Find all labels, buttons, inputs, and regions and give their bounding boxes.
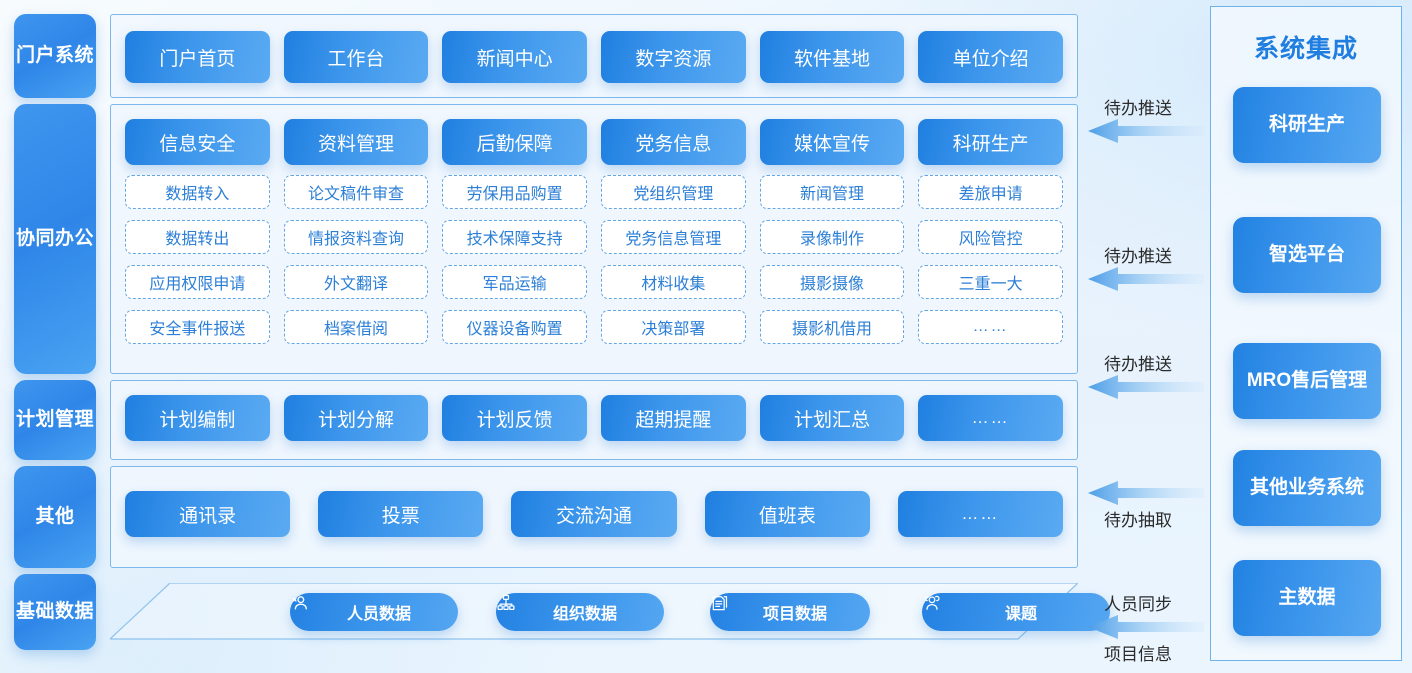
base-data-pill-label: 组织数据 <box>552 606 617 623</box>
integration-item[interactable]: 智选平台 <box>1233 217 1381 293</box>
sub-item[interactable]: 录像制作 <box>759 220 905 254</box>
sub-item[interactable]: 军品运输 <box>442 265 587 299</box>
flow-arrow <box>1088 118 1204 144</box>
integration-item[interactable]: 科研生产 <box>1233 87 1381 163</box>
sub-item-row: 数据转出情报资料查询技术保障支持党务信息管理录像制作风险管控 <box>125 220 1063 254</box>
base-data-pill-label: 人员数据 <box>346 606 411 623</box>
tile-button[interactable]: 计划反馈 <box>442 395 587 441</box>
tile-button[interactable]: 计划汇总 <box>759 395 905 441</box>
tile-button[interactable]: 单位介绍 <box>918 31 1063 83</box>
arrow-label: 项目信息 <box>1104 645 1172 664</box>
collaboration-sub-grid: 数据转入论文稿件审查劳保用品购置党组织管理新闻管理差旅申请数据转出情报资料查询技… <box>111 165 1077 367</box>
category-portal[interactable]: 门户系统 <box>14 14 96 98</box>
tile-button[interactable]: 后勤保障 <box>442 119 587 165</box>
flow-arrow <box>1088 614 1204 640</box>
tile-button[interactable]: 通讯录 <box>125 491 291 537</box>
other-row-panel: 通讯录投票交流沟通值班表 …… <box>110 466 1078 568</box>
category-base-data[interactable]: 基础数据 <box>14 574 96 650</box>
system-integration-panel: 系统集成 科研生产智选平台 MRO售后管理其他业务系统主数据 <box>1210 6 1402 661</box>
sub-item[interactable]: 数据转出 <box>125 220 270 254</box>
tile-button[interactable]: 工作台 <box>283 31 429 83</box>
sub-item[interactable]: 新闻管理 <box>759 175 905 209</box>
plan-row-panel: 计划编制计划分解计划反馈超期提醒计划汇总 …… <box>110 380 1078 460</box>
flow-arrow <box>1088 374 1204 400</box>
integration-item[interactable]: 其他业务系统 <box>1233 450 1381 526</box>
base-data-pill[interactable]: 人员数据 <box>290 593 458 631</box>
sub-item[interactable]: 风险管控 <box>918 220 1063 254</box>
sub-item[interactable]: 情报资料查询 <box>283 220 429 254</box>
tile-button[interactable]: 软件基地 <box>759 31 905 83</box>
tile-button[interactable]: 媒体宣传 <box>759 119 905 165</box>
sub-item[interactable]: 技术保障支持 <box>442 220 587 254</box>
tile-button[interactable]: 超期提醒 <box>601 395 746 441</box>
portal-row-panel: 门户首页工作台新闻中心数字资源软件基地单位介绍 <box>110 14 1078 98</box>
sub-item[interactable]: 外文翻译 <box>283 265 429 299</box>
base-data-band: 人员数据 组织数据 项目数据 课题 <box>110 583 1110 641</box>
sub-item-row: 应用权限申请外文翻译军品运输材料收集摄影摄像三重一大 <box>125 265 1063 299</box>
sub-item[interactable]: 材料收集 <box>601 265 746 299</box>
tile-button[interactable]: 门户首页 <box>125 31 270 83</box>
sub-item[interactable]: 党务信息管理 <box>601 220 746 254</box>
base-data-pill[interactable]: 课题 <box>922 593 1110 631</box>
sub-item[interactable]: 决策部署 <box>601 310 746 344</box>
sub-item[interactable]: 摄影机借用 <box>759 310 905 344</box>
category-plan[interactable]: 计划管理 <box>14 380 96 460</box>
base-data-pill-label: 项目数据 <box>762 606 827 623</box>
tile-button[interactable]: 数字资源 <box>601 31 746 83</box>
tile-button[interactable]: 值班表 <box>704 491 870 537</box>
system-integration-title: 系统集成 <box>1253 35 1358 63</box>
sub-item[interactable]: …… <box>918 310 1063 344</box>
base-data-pill-row: 人员数据 组织数据 项目数据 课题 <box>110 583 1110 641</box>
sub-item[interactable]: 安全事件报送 <box>125 310 270 344</box>
arrow-label: 待办抽取 <box>1104 511 1172 530</box>
sub-item[interactable]: 三重一大 <box>918 265 1063 299</box>
base-data-pill-label: 课题 <box>1004 606 1037 623</box>
sub-item-row: 数据转入论文稿件审查劳保用品购置党组织管理新闻管理差旅申请 <box>125 175 1063 209</box>
collaboration-row-panel: 信息安全资料管理后勤保障党务信息媒体宣传科研生产 数据转入论文稿件审查劳保用品购… <box>110 104 1078 374</box>
base-data-pill[interactable]: 项目数据 <box>710 593 870 631</box>
flow-arrow <box>1088 266 1204 292</box>
tile-button[interactable]: 资料管理 <box>283 119 429 165</box>
sub-item[interactable]: 应用权限申请 <box>125 265 270 299</box>
tile-button[interactable]: …… <box>897 491 1063 537</box>
arrow-label: 人员同步 <box>1104 595 1172 614</box>
sub-item[interactable]: 摄影摄像 <box>759 265 905 299</box>
tile-button[interactable]: …… <box>918 395 1063 441</box>
arrow-label: 待办推送 <box>1104 355 1172 374</box>
sub-item[interactable]: 论文稿件审查 <box>283 175 429 209</box>
sub-item-row: 安全事件报送档案借阅仪器设备购置决策部署摄影机借用 …… <box>125 310 1063 344</box>
plan-tile-grid: 计划编制计划分解计划反馈超期提醒计划汇总 …… <box>111 381 1077 455</box>
base-data-pill[interactable]: 组织数据 <box>496 593 664 631</box>
category-other[interactable]: 其他 <box>14 466 96 568</box>
sub-item[interactable]: 党组织管理 <box>601 175 746 209</box>
tile-button[interactable]: 新闻中心 <box>442 31 587 83</box>
tile-button[interactable]: 科研生产 <box>918 119 1063 165</box>
integration-item[interactable]: 主数据 <box>1233 560 1381 636</box>
flow-arrow <box>1088 480 1204 506</box>
sub-item[interactable]: 仪器设备购置 <box>442 310 587 344</box>
other-tile-grid: 通讯录投票交流沟通值班表 …… <box>111 467 1077 561</box>
sub-item[interactable]: 劳保用品购置 <box>442 175 587 209</box>
collaboration-tile-grid: 信息安全资料管理后勤保障党务信息媒体宣传科研生产 <box>111 105 1077 165</box>
tile-button[interactable]: 计划编制 <box>125 395 270 441</box>
tile-button[interactable]: 党务信息 <box>601 119 746 165</box>
arrow-label: 待办推送 <box>1104 99 1172 118</box>
sub-item[interactable]: 数据转入 <box>125 175 270 209</box>
tile-button[interactable]: 计划分解 <box>283 395 429 441</box>
category-collaboration[interactable]: 协同办公 <box>14 104 96 374</box>
tile-button[interactable]: 信息安全 <box>125 119 270 165</box>
tile-button[interactable]: 投票 <box>318 491 484 537</box>
arrow-label: 待办推送 <box>1104 247 1172 266</box>
tile-button[interactable]: 交流沟通 <box>511 491 677 537</box>
portal-tile-grid: 门户首页工作台新闻中心数字资源软件基地单位介绍 <box>111 15 1077 99</box>
integration-item[interactable]: MRO售后管理 <box>1233 343 1381 419</box>
sub-item[interactable]: 档案借阅 <box>283 310 429 344</box>
sub-item[interactable]: 差旅申请 <box>918 175 1063 209</box>
